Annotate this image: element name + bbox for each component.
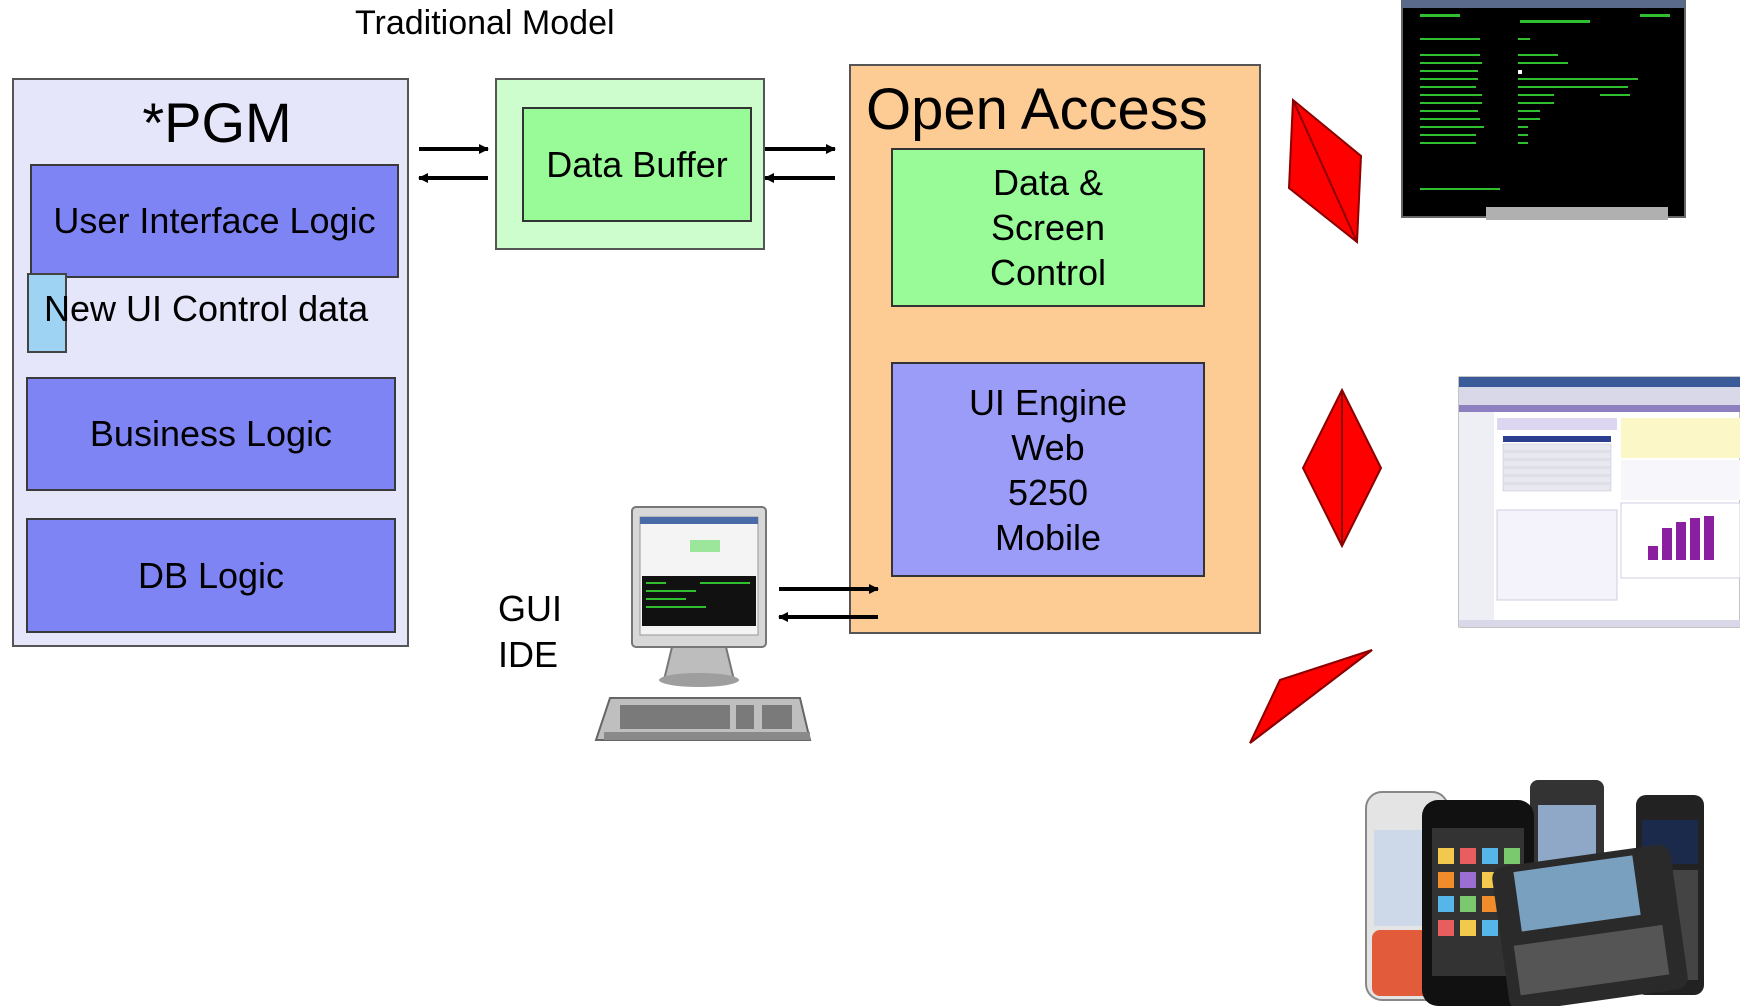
data-screen-control-box: Data & Screen Control — [891, 148, 1205, 307]
ui-engine-box: UI Engine Web 5250 Mobile — [891, 362, 1205, 577]
arrows-buffer-openaccess — [764, 144, 836, 183]
ui-control-marker — [27, 273, 67, 353]
ui-engine-line-1: UI Engine — [968, 381, 1128, 423]
pgm-title: *PGM — [142, 91, 292, 154]
diamond-to-terminal — [1287, 97, 1363, 244]
gui-label: GUI — [498, 588, 563, 629]
business-logic-label: Business Logic — [89, 413, 333, 454]
gui-ide-label: GUI IDE — [498, 586, 562, 678]
ide-label: IDE — [498, 634, 559, 675]
new-ui-control-label: New UI Control data — [44, 288, 369, 329]
diamond-to-web — [1301, 387, 1383, 549]
ui-logic-label: User Interface Logic — [53, 200, 376, 241]
open-access-title: Open Access — [866, 77, 1208, 142]
arrows-ide-openaccess — [778, 584, 879, 622]
diamond-to-mobile — [1249, 649, 1373, 744]
arrows-pgm-buffer — [418, 144, 489, 183]
data-screen-line-2: Screen — [990, 207, 1106, 248]
green-screen-terminal-icon — [1401, 0, 1686, 220]
diagram-title: Traditional Model — [355, 4, 615, 42]
ui-engine-line-2: Web — [1011, 426, 1085, 468]
web-dashboard-screenshot-icon — [1458, 376, 1740, 628]
computer-workstation-icon — [594, 506, 812, 741]
data-buffer-box: Data Buffer — [522, 107, 752, 222]
data-screen-line-3: Control — [989, 252, 1107, 293]
data-screen-line-1: Data & — [992, 162, 1104, 203]
db-logic-box: DB Logic — [26, 518, 396, 633]
ui-engine-line-3: 5250 — [1007, 471, 1089, 513]
db-logic-label: DB Logic — [137, 554, 285, 596]
business-logic-box: Business Logic — [26, 377, 396, 491]
ui-engine-line-4: Mobile — [994, 516, 1102, 558]
ui-logic-box: User Interface Logic — [30, 164, 399, 278]
mobile-phones-icon — [1365, 780, 1704, 1006]
data-buffer-label: Data Buffer — [546, 143, 728, 185]
